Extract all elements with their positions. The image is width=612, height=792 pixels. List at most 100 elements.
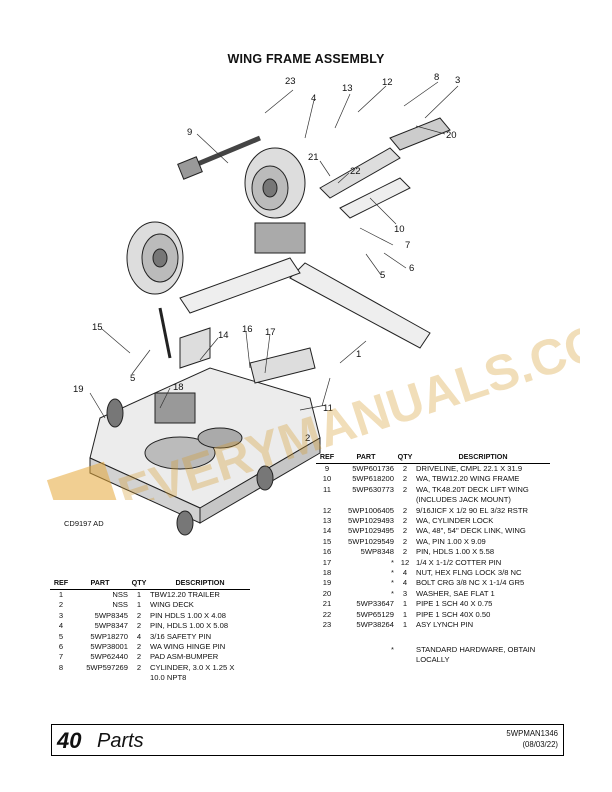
callout-21: 21 xyxy=(308,152,319,163)
cell-desc: PIN, HDLS 1.00 X 5.08 xyxy=(150,621,229,631)
cell-qty: 2 xyxy=(136,662,142,672)
cell-part: 5WP1006405 xyxy=(347,505,394,515)
callout-2: 2 xyxy=(305,433,310,444)
cell-ref: 16 xyxy=(322,547,332,557)
cell-qty: 2 xyxy=(136,652,142,662)
footer-box xyxy=(51,724,564,756)
header-qty: QTY xyxy=(128,578,150,590)
callout-3: 3 xyxy=(455,75,460,86)
cell-part: * xyxy=(391,644,394,654)
callout-18: 18 xyxy=(173,382,184,393)
cell-qty: 2 xyxy=(402,484,408,494)
cell-ref xyxy=(316,631,338,666)
callout-10: 10 xyxy=(394,224,405,235)
left-tire-illustration xyxy=(126,221,184,295)
cell-part: 5WP38264 xyxy=(356,620,394,630)
cell-desc: 1/4 X 1-1/2 COTTER PIN xyxy=(416,557,502,567)
cell-desc: PIPE 1 SCH 40 X 0.75 xyxy=(416,599,493,609)
cell-qty: 12 xyxy=(400,557,410,567)
cell-qty: 2 xyxy=(402,526,408,536)
cell-desc: BOLT CRG 3/8 NC X 1-1/4 GR5 xyxy=(416,578,525,588)
cell-desc: TBW12.20 TRAILER xyxy=(150,590,220,599)
cell-desc: WA, TBW12.20 WING FRAME xyxy=(416,474,520,484)
cell-part: 5WP1029549 xyxy=(347,536,394,546)
callout-1: 1 xyxy=(356,349,361,360)
cell-ref: 20 xyxy=(322,588,332,598)
cell-desc: CYLINDER, 3.0 X 1.25 X 10.0 NPT8 xyxy=(150,662,235,683)
cell-desc: DRIVELINE, CMPL 22.1 X 31.9 xyxy=(416,464,523,473)
cell-part: * xyxy=(391,588,394,598)
cell-ref: 13 xyxy=(322,516,332,526)
page-title: WING FRAME ASSEMBLY xyxy=(227,52,385,66)
doc-date: (08/03/22) xyxy=(522,740,558,749)
cell-qty: 4 xyxy=(136,631,142,641)
cell-desc: NUT, HEX FLNG LOCK 3/8 NC xyxy=(416,568,522,578)
callout-16: 16 xyxy=(242,324,253,335)
wing-frame-tube xyxy=(289,262,431,349)
figure-code: CD9197 AD xyxy=(64,519,104,528)
header-description: DESCRIPTION xyxy=(416,452,550,464)
rear-tire-illustration xyxy=(244,147,306,219)
cell-qty: 4 xyxy=(402,578,408,588)
callout-9: 9 xyxy=(187,127,192,138)
cell-part: NSS xyxy=(112,600,128,610)
cell-ref: 17 xyxy=(322,557,332,567)
callout-12: 12 xyxy=(382,77,393,88)
callout-13: 13 xyxy=(342,83,353,94)
cell-qty: 2 xyxy=(402,536,408,546)
cell-qty: 1 xyxy=(136,600,142,610)
cell-qty: 2 xyxy=(402,474,408,484)
cell-part: 5WP18270 xyxy=(90,631,128,641)
cell-part: 5WP8348 xyxy=(360,547,394,557)
callout-5-upper: 5 xyxy=(380,270,385,281)
cell-ref: 4 xyxy=(58,621,64,631)
cell-part: 5WP601736 xyxy=(352,464,394,473)
cell-desc: WA, 48", 54" DECK LINK, WING xyxy=(416,526,526,536)
cell-part: 5WP62440 xyxy=(90,652,128,662)
cell-ref: 8 xyxy=(58,662,64,672)
cell-ref: 3 xyxy=(58,610,64,620)
cell-ref: 6 xyxy=(58,642,64,652)
table-row: *STANDARD HARDWARE, OBTAIN LOCALLY xyxy=(316,631,550,666)
cell-qty: 1 xyxy=(402,599,408,609)
cell-qty: 2 xyxy=(136,610,142,620)
cell-desc: WA, PIN 1.00 X 9.09 xyxy=(416,536,486,546)
cell-part: 5WP1029493 xyxy=(347,516,394,526)
cell-qty: 1 xyxy=(402,609,408,619)
cell-desc: 9/16JICF X 1/2 90 EL 3/32 RSTR xyxy=(416,505,528,515)
doc-number: 5WPMAN1346 xyxy=(506,729,558,738)
gearbox-illustration xyxy=(254,222,306,254)
cell-desc: 3/16 SAFETY PIN xyxy=(150,631,212,641)
page-number: 40 xyxy=(57,728,82,753)
cell-part: * xyxy=(391,578,394,588)
cell-ref: 9 xyxy=(324,464,330,473)
cell-part: 5WP8345 xyxy=(94,610,128,620)
cell-qty: 2 xyxy=(136,621,142,631)
callout-19: 19 xyxy=(73,384,84,395)
section-label: Parts xyxy=(97,730,144,752)
exploded-diagram: 23 12 8 3 4 13 9 20 21 22 10 7 6 5 1 15 … xyxy=(73,72,460,536)
cell-qty: 2 xyxy=(402,464,408,473)
callout-5-lower: 5 xyxy=(130,373,135,384)
document-id: 5WPMAN1346 (08/03/22) xyxy=(506,728,558,750)
cell-desc: ASY LYNCH PIN xyxy=(416,620,474,630)
cell-part: 5WP38001 xyxy=(90,642,128,652)
header-part: PART xyxy=(72,578,128,590)
callout-8: 8 xyxy=(434,72,439,83)
